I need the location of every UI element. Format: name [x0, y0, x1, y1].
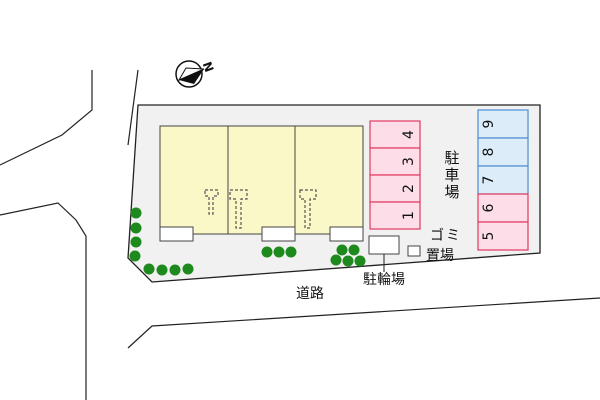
parking-stall-number-2: 2 — [401, 184, 417, 193]
parking-stall-number-5: 5 — [481, 232, 497, 241]
tree-11 — [285, 246, 297, 258]
unit-3 — [294, 125, 364, 235]
tree-16 — [354, 255, 366, 267]
compass-needle-light — [177, 67, 205, 82]
north-label: N — [200, 60, 217, 74]
tree-1 — [130, 207, 142, 219]
tree-9 — [261, 246, 273, 258]
entrance-porches — [159, 226, 364, 242]
parking-stall-8 — [477, 137, 529, 167]
tree-3 — [130, 236, 142, 248]
compass-needle — [179, 69, 204, 84]
bicycle-parking-label: 駐輪場 — [363, 271, 405, 288]
parking-stall-number-4: 4 — [401, 130, 417, 139]
parking-stall-5 — [477, 221, 529, 251]
stair-outline-2 — [229, 189, 248, 229]
parking-label-3: 場 — [444, 183, 459, 201]
stair-outline-3 — [299, 189, 317, 229]
stair-outlines — [204, 189, 317, 229]
parking-stall-9 — [477, 109, 529, 139]
garbage-place-label: 置場 — [426, 248, 454, 264]
unit-1 — [159, 125, 229, 235]
porch-1 — [159, 226, 194, 242]
tree-14 — [330, 254, 342, 266]
tree-10 — [273, 246, 285, 258]
tree-4 — [129, 250, 141, 262]
parking-block-left: 4 3 2 1 — [369, 120, 421, 230]
tree-12 — [336, 244, 348, 256]
tree-6 — [156, 264, 168, 276]
tree-15 — [342, 255, 354, 267]
stair-outline-1 — [204, 189, 219, 215]
porch-3 — [329, 226, 364, 242]
north-arrow: N — [175, 60, 217, 88]
garbage-label-go: ゴ — [430, 227, 444, 244]
street-line-upper-left — [0, 70, 93, 166]
tree-2 — [130, 222, 142, 234]
porch-2 — [261, 226, 296, 242]
trees — [129, 207, 366, 276]
apartment-building — [159, 125, 364, 235]
garbage-station — [407, 245, 421, 257]
parking-label-2: 車 — [444, 166, 459, 184]
parking-stall-number-9: 9 — [481, 120, 497, 129]
parking-stall-number-1: 1 — [401, 211, 417, 220]
street-line-bottom — [127, 297, 600, 349]
parking-stall-1 — [369, 201, 421, 230]
parking-stall-number-3: 3 — [401, 157, 417, 166]
parking-stall-number-6: 6 — [481, 203, 497, 212]
parking-stall-4 — [369, 120, 421, 149]
parking-stall-number-7: 7 — [481, 176, 497, 185]
parking-stall-number-8: 8 — [481, 148, 497, 157]
parking-label-1: 駐 — [444, 149, 459, 167]
street-line-right — [127, 69, 139, 146]
garbage-label-mi: ミ — [446, 228, 460, 244]
parking-stall-2 — [369, 174, 421, 203]
unit-2 — [227, 125, 296, 235]
street-lines — [0, 69, 600, 400]
bicycle-parking — [368, 235, 400, 255]
tree-13 — [348, 244, 360, 256]
road-label: 道路 — [296, 286, 324, 302]
street-line-left-mid — [0, 202, 87, 400]
tree-5 — [143, 263, 155, 275]
tree-8 — [182, 263, 194, 275]
parking-block-right: 9 8 7 6 5 — [477, 109, 529, 251]
tree-7 — [169, 264, 181, 276]
